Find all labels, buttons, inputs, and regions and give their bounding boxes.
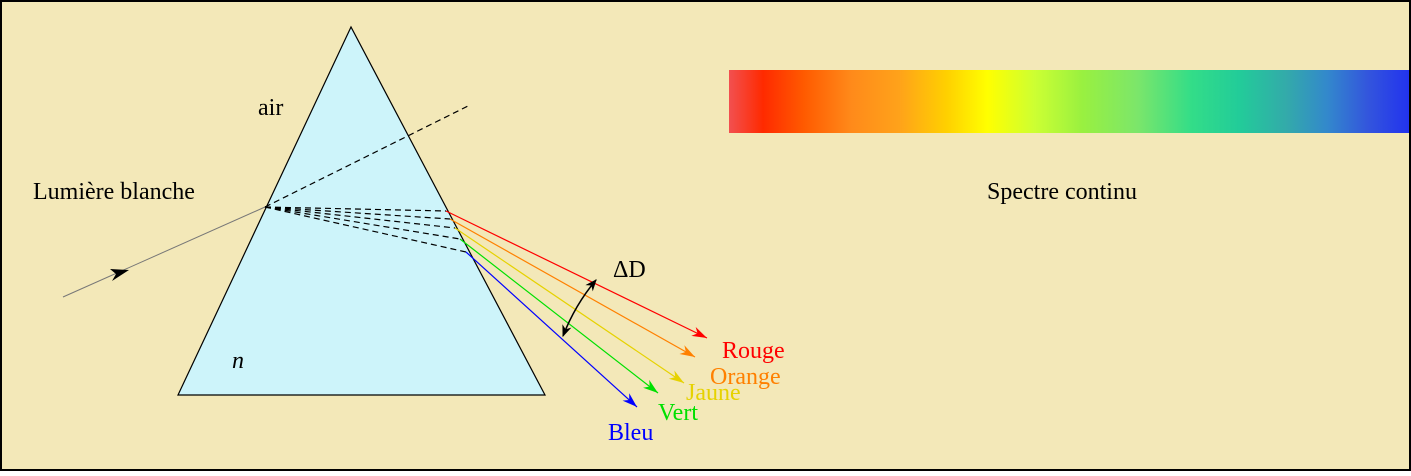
- ray-bleu-arrowhead: [622, 393, 637, 407]
- ray-rouge-arrowhead: [691, 326, 707, 338]
- ray-label-vert: Vert: [658, 400, 698, 426]
- prism: [177, 25, 546, 396]
- ray-rouge: [445, 210, 708, 339]
- ray-vert-arrowhead: [643, 379, 658, 393]
- refractive-index-label: n: [232, 348, 244, 374]
- ray-label-rouge: Rouge: [722, 338, 785, 364]
- air-label: air: [258, 95, 283, 121]
- ray-label-bleu: Bleu: [608, 420, 653, 446]
- incident-ray: [62, 206, 266, 298]
- ray-bleu: [465, 251, 638, 408]
- spectrum-caption: Spectre continu: [987, 179, 1137, 205]
- continuous-spectrum-bar: [729, 70, 1409, 133]
- ray-jaune-arrowhead: [668, 370, 684, 383]
- delta-d-label: ΔD: [613, 257, 646, 283]
- extension-line: [264, 104, 471, 208]
- ray-label-jaune: Jaune: [686, 380, 741, 406]
- ray-label-orange: Orange: [710, 364, 781, 390]
- ray-orange-arrowhead: [679, 345, 695, 357]
- deviation-arc: [562, 279, 597, 338]
- internal-rays: [264, 206, 467, 253]
- ray-vert: [459, 238, 659, 394]
- white-light-label: Lumière blanche: [33, 179, 195, 205]
- incident-arrow: [110, 269, 129, 281]
